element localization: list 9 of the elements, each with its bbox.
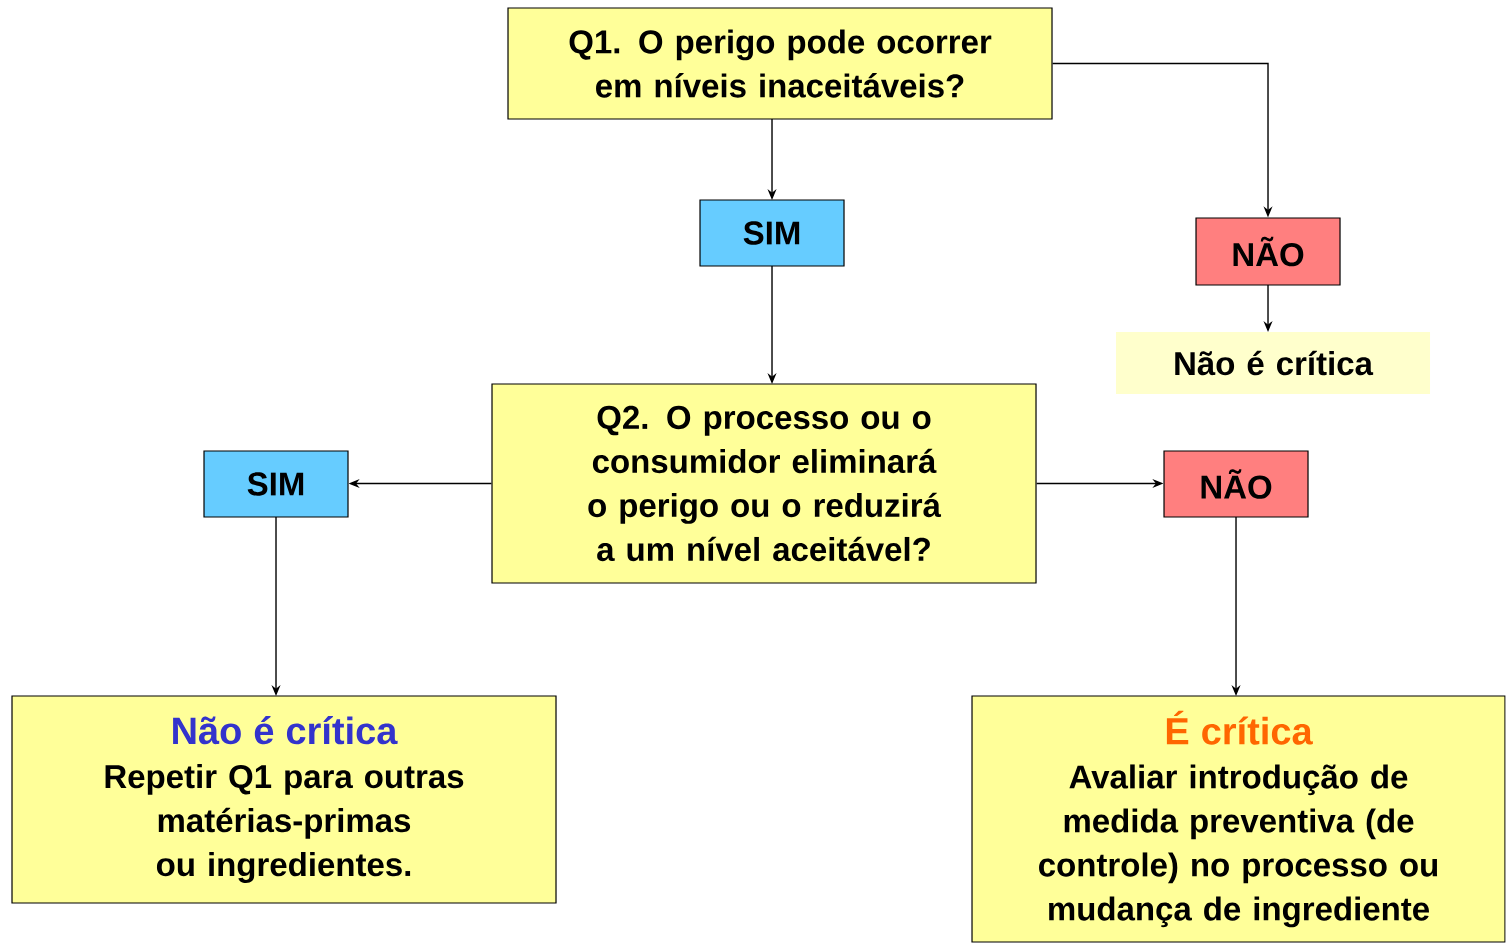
result-box: Não é crítica Repetir Q1 para outras matérias-primas ou ingredientes.	[11, 695, 557, 904]
answer-box: NÃO	[1195, 217, 1341, 286]
answer-box: NÃO	[1163, 450, 1309, 518]
result-box: É crítica Avaliar introdução de medida preventiva (de controle) no processo ou mudança de ingrediente	[971, 695, 1506, 943]
question-box: Q1. O perigo pode ocorrer em níveis inaceitáveis?	[507, 7, 1053, 120]
answer-box: SIM	[203, 450, 349, 518]
answer-box: SIM	[699, 199, 845, 267]
question-box: Q2. O processo ou o consumidor eliminará o perigo ou o reduzirá a um nível aceitável?	[491, 383, 1037, 584]
result-label: Não é crítica	[1116, 332, 1430, 394]
